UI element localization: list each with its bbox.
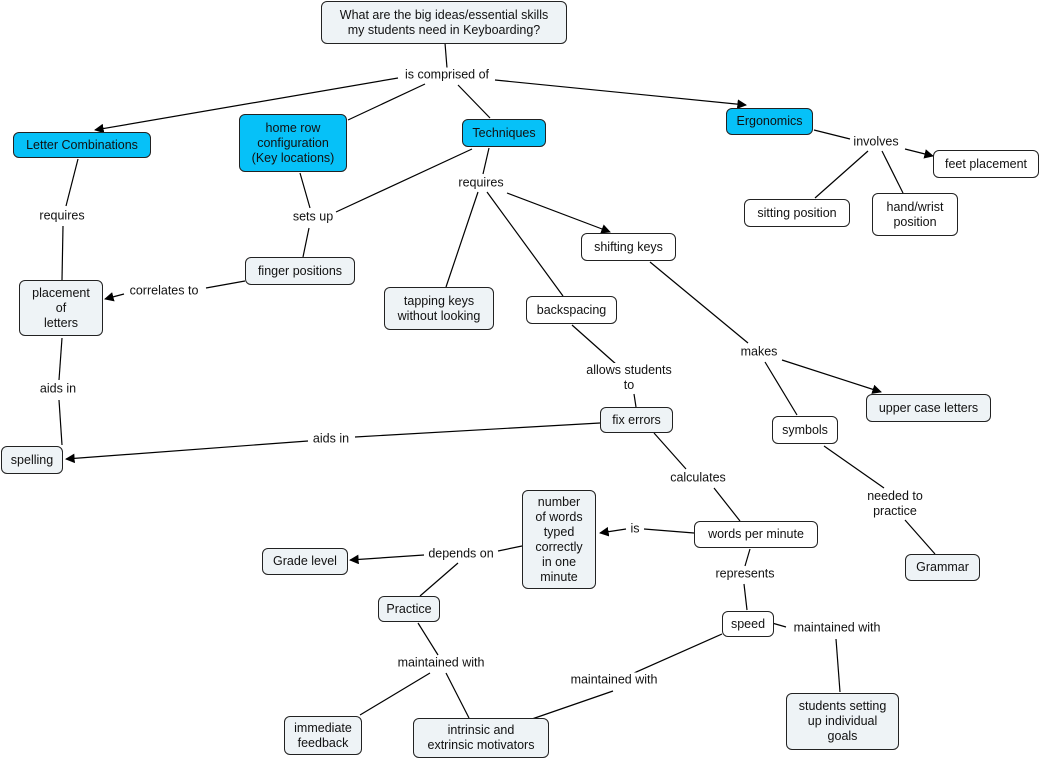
node-finger-positions[interactable]: finger positions (245, 257, 355, 285)
link-maintained-with-motivators: maintained with (568, 672, 660, 688)
link-calculates: calculates (668, 470, 728, 486)
node-grade-level[interactable]: Grade level (262, 548, 348, 575)
link-requires-letter: requires (37, 208, 87, 224)
link-needed-to-practice: needed to practice (865, 489, 925, 519)
node-backspacing[interactable]: backspacing (526, 296, 617, 324)
link-involves: involves (851, 134, 901, 150)
node-speed[interactable]: speed (722, 611, 774, 637)
node-students-goals[interactable]: students setting up individual goals (786, 693, 899, 750)
link-represents: represents (713, 566, 777, 582)
link-depends-on: depends on (426, 546, 496, 562)
link-is: is (628, 521, 642, 537)
link-aids-in-placement: aids in (37, 381, 79, 397)
node-upper-case-letters[interactable]: upper case letters (866, 394, 991, 422)
node-ergonomics[interactable]: Ergonomics (726, 108, 813, 135)
node-letter-combinations[interactable]: Letter Combinations (13, 132, 151, 158)
node-techniques[interactable]: Techniques (462, 119, 546, 147)
link-allows-students-to: allows students to (584, 363, 674, 393)
node-symbols[interactable]: symbols (772, 416, 838, 444)
node-spelling[interactable]: spelling (1, 446, 63, 474)
link-correlates-to: correlates to (127, 283, 201, 299)
node-grammar[interactable]: Grammar (905, 554, 980, 581)
node-main-question[interactable]: What are the big ideas/essential skills … (321, 1, 567, 44)
node-feet-placement[interactable]: feet placement (933, 150, 1039, 178)
link-maintained-with-practice: maintained with (395, 655, 487, 671)
node-placement-of-letters[interactable]: placement of letters (19, 280, 103, 336)
node-practice[interactable]: Practice (378, 596, 440, 622)
node-number-of-words[interactable]: number of words typed correctly in one m… (522, 490, 596, 589)
node-home-row[interactable]: home row configuration (Key locations) (239, 114, 347, 172)
link-is-comprised-of: is comprised of (402, 67, 492, 83)
node-shifting-keys[interactable]: shifting keys (581, 233, 676, 261)
node-sitting-position[interactable]: sitting position (744, 199, 850, 227)
link-sets-up: sets up (290, 209, 336, 225)
link-maintained-with-speed: maintained with (791, 620, 883, 636)
node-hand-wrist-position[interactable]: hand/wrist position (872, 193, 958, 236)
link-requires-techniques: requires (456, 175, 506, 191)
node-motivators[interactable]: intrinsic and extrinsic motivators (413, 718, 549, 758)
node-fix-errors[interactable]: fix errors (600, 407, 673, 433)
node-immediate-feedback[interactable]: immediate feedback (284, 716, 362, 755)
node-tapping-keys[interactable]: tapping keys without looking (384, 287, 494, 330)
node-words-per-minute[interactable]: words per minute (694, 521, 818, 548)
link-aids-in-fix: aids in (310, 431, 352, 447)
link-makes: makes (738, 344, 780, 360)
